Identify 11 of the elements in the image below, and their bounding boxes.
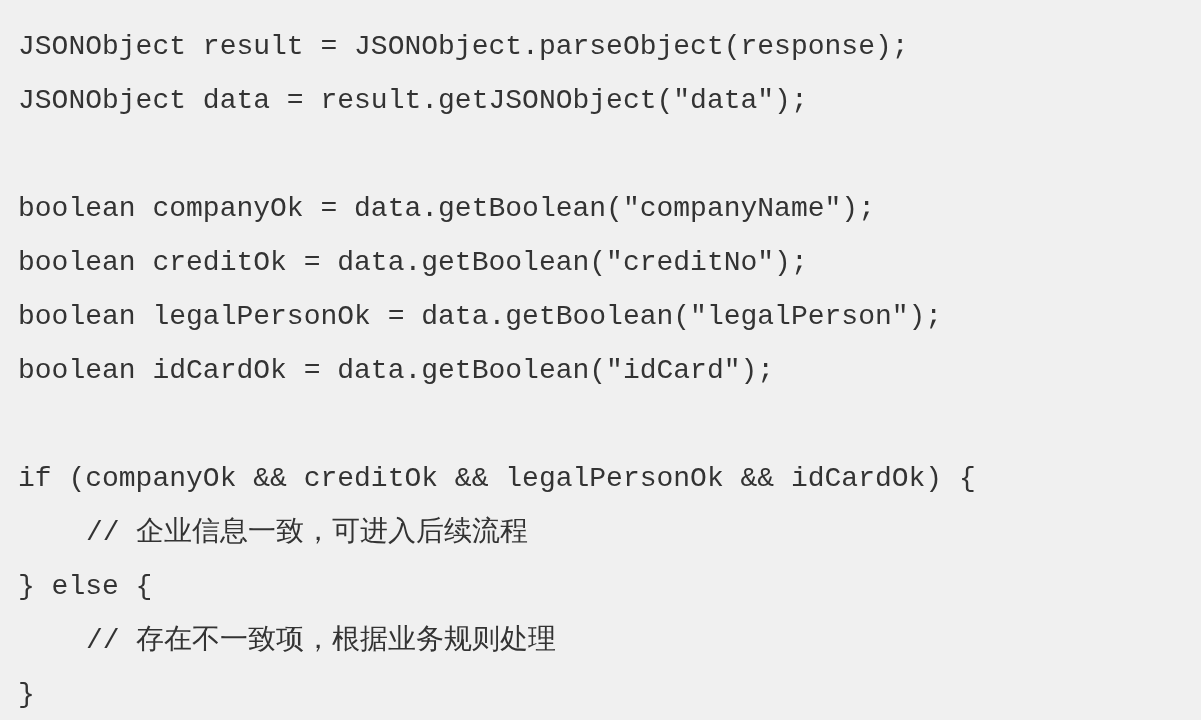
code-comment: // 存在不一致项，根据业务规则处理 [86, 624, 557, 658]
code-line: } [18, 678, 35, 712]
code-line: boolean creditOk = data.getBoolean("creditNo"); [18, 246, 808, 280]
code-line: boolean legalPersonOk = data.getBoolean("legalPerson"); [18, 300, 943, 334]
code-comment: // 企业信息一致，可进入后续流程 [86, 515, 529, 550]
code-line: JSONObject data = result.getJSONObject("data"); [18, 84, 808, 118]
code-line: if (companyOk && creditOk && legalPersonOk && idCardOk) { [18, 462, 976, 496]
code-line: boolean companyOk = data.getBoolean("companyName"); [18, 192, 875, 226]
code-line: } else { [18, 570, 153, 604]
code-line: JSONObject result = JSONObject.parseObject(response); [18, 30, 909, 64]
code-line: boolean idCardOk = data.getBoolean("idCard"); [18, 354, 775, 388]
